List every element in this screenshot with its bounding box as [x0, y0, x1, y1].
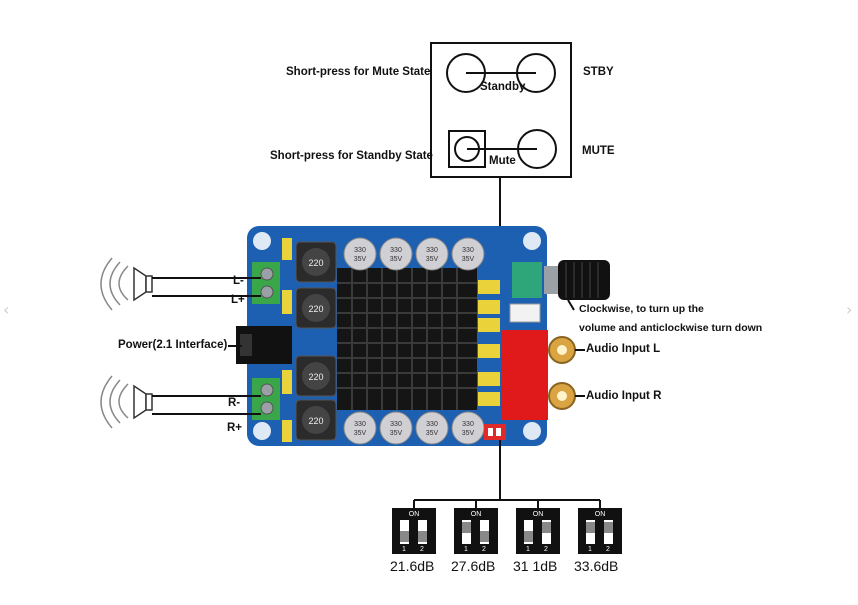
dip-pin-label: 2 [606, 546, 610, 553]
dip-switch-31-1db [516, 508, 560, 554]
cap-rating: 35V [426, 430, 439, 437]
mute-state-label: MUTE [582, 145, 615, 157]
dip-switch-27-6db [454, 508, 498, 554]
control-box [430, 42, 572, 178]
cap-value: 330 [390, 247, 402, 254]
cap-rating: 35V [426, 256, 439, 263]
cap-value: 330 [354, 247, 366, 254]
cap-value: 330 [462, 247, 474, 254]
standby-label: Standby [480, 81, 526, 93]
inductor-label: 220 [308, 372, 323, 382]
standby-press-label: Short-press for Standby State [270, 150, 433, 162]
cap-rating: 35V [390, 256, 403, 263]
gain-label: 33.6dB [574, 558, 619, 574]
volume-label-line1: Clockwise, to turn up the [579, 303, 704, 315]
next-arrow-icon[interactable]: › [846, 300, 853, 319]
dip-on-label: ON [595, 511, 606, 518]
dip-pin-label: 1 [588, 546, 592, 553]
power-label: Power(2.1 Interface) [118, 339, 228, 351]
prev-arrow-icon[interactable]: ‹ [3, 300, 10, 319]
inductor-label: 220 [308, 258, 323, 268]
gain-label: 27.6dB [451, 558, 496, 574]
dip-on-label: ON [471, 511, 482, 518]
dip-switch-33-6db [578, 508, 622, 554]
cap-rating: 35V [462, 256, 475, 263]
cap-value: 330 [426, 247, 438, 254]
dip-pin-label: 2 [544, 546, 548, 553]
inductor-label: 220 [308, 416, 323, 426]
cap-value: 330 [462, 421, 474, 428]
right-minus-label: R- [228, 397, 241, 409]
amplifier-board [236, 226, 610, 446]
left-minus-label: L- [233, 275, 244, 287]
gain-label: 21.6dB [390, 558, 435, 574]
cap-value: 330 [390, 421, 402, 428]
dip-pin-label: 2 [420, 546, 424, 553]
audio-input-right-label: Audio Input R [586, 390, 662, 402]
cap-value: 330 [426, 421, 438, 428]
cap-value: 330 [354, 421, 366, 428]
cap-rating: 35V [354, 430, 367, 437]
audio-input-left-label: Audio Input L [586, 343, 661, 355]
gain-label: 31 1dB [513, 558, 558, 574]
dip-pin-label: 1 [464, 546, 468, 553]
speaker-left-icon [100, 257, 153, 311]
inductor-label: 220 [308, 304, 323, 314]
cap-rating: 35V [354, 256, 367, 263]
cap-rating: 35V [390, 430, 403, 437]
speaker-right-icon [100, 375, 153, 429]
volume-label-line2: volume and anticlockwise turn down [579, 322, 763, 334]
mute-press-label: Short-press for Mute State [286, 66, 431, 78]
dip-pin-label: 2 [482, 546, 486, 553]
stby-label: STBY [583, 66, 614, 78]
dip-on-label: ON [533, 511, 544, 518]
dip-pin-label: 1 [402, 546, 406, 553]
cap-rating: 35V [462, 430, 475, 437]
left-plus-label: L+ [231, 294, 245, 306]
right-plus-label: R+ [227, 422, 243, 434]
dip-on-label: ON [409, 511, 420, 518]
dip-switch-21-6db [392, 508, 436, 554]
mute-label: Mute [489, 155, 516, 167]
dip-pin-label: 1 [526, 546, 530, 553]
